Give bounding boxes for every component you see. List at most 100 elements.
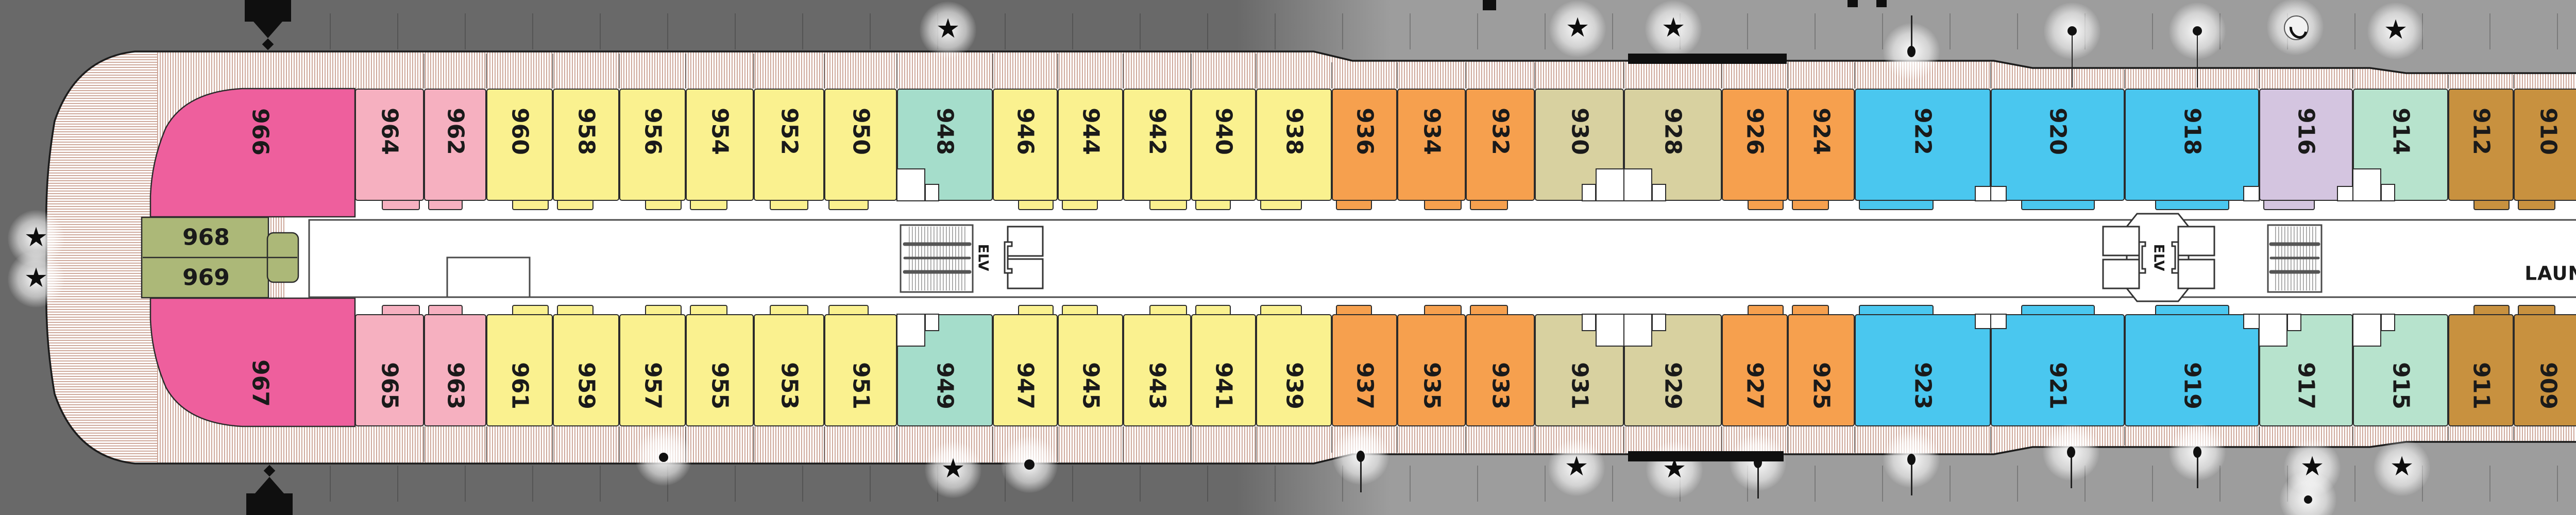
cabin-949-entry-notch — [896, 314, 925, 347]
mooring-dot-stem — [2072, 31, 2073, 88]
cabin-951[interactable]: 951 — [824, 314, 897, 426]
cabin-919[interactable]: 919 — [2125, 314, 2259, 426]
cabin-950[interactable]: 950 — [824, 89, 897, 201]
mast-pin-stem — [2196, 452, 2198, 488]
cabin-956[interactable]: 956 — [619, 89, 686, 201]
cabin-966-number[interactable]: 966 — [247, 108, 274, 156]
cabin-932-number: 932 — [1487, 108, 1514, 155]
cabin-924[interactable]: 924 — [1788, 89, 1855, 201]
band-wall-line — [552, 54, 553, 89]
cabin-954-number: 954 — [706, 108, 733, 155]
cabin-957[interactable]: 957 — [619, 314, 686, 426]
cabin-941[interactable]: 941 — [1191, 314, 1256, 426]
cabin-920[interactable]: 920 — [1991, 89, 2125, 201]
cabin-927[interactable]: 927 — [1722, 314, 1788, 426]
cabin-925[interactable]: 925 — [1788, 314, 1855, 426]
band-wall-line — [486, 54, 487, 89]
cabin-940[interactable]: 940 — [1191, 89, 1256, 201]
cabin-918-entry-notch — [2243, 186, 2260, 201]
cabin-956-number: 956 — [639, 108, 666, 155]
icon-halo — [920, 2, 976, 58]
cabin-959[interactable]: 959 — [553, 314, 619, 426]
cabin-930-entry-notch — [1596, 168, 1624, 201]
cabin-911[interactable]: 911 — [2448, 314, 2514, 426]
cabin-966-shape[interactable] — [149, 88, 356, 218]
cabin-954[interactable]: 954 — [686, 89, 754, 201]
cabin-935-number: 935 — [1418, 362, 1445, 409]
cabin-932[interactable]: 932 — [1466, 89, 1535, 201]
cabin-943-number: 943 — [1144, 362, 1171, 409]
cabin-949-number: 949 — [931, 362, 958, 409]
cabin-937[interactable]: 937 — [1332, 314, 1397, 426]
corridor[interactable] — [308, 219, 2576, 298]
band-wall-line — [1057, 54, 1058, 89]
cabin-915-number: 915 — [2387, 362, 2414, 409]
mooring-dot-icon — [2304, 495, 2312, 504]
cabin-944[interactable]: 944 — [1058, 89, 1123, 201]
cabin-935[interactable]: 935 — [1397, 314, 1466, 426]
band-wall-line — [2448, 426, 2449, 440]
cabin-933[interactable]: 933 — [1466, 314, 1535, 426]
cabin-939[interactable]: 939 — [1256, 314, 1332, 426]
cabin-930-number: 930 — [1566, 108, 1592, 155]
cabin-919-entry-notch — [2243, 314, 2260, 329]
stairs-aft[interactable] — [900, 224, 974, 293]
band-wall-line — [2352, 70, 2353, 89]
mast-pin-stem — [1360, 456, 1362, 492]
cabin-952[interactable]: 952 — [754, 89, 824, 201]
cabin-912[interactable]: 912 — [2448, 89, 2514, 201]
star-icon: ★ — [1661, 12, 1686, 43]
cabin-938[interactable]: 938 — [1256, 89, 1332, 201]
cabin-955[interactable]: 955 — [686, 314, 754, 426]
band-wall-line — [1331, 62, 1332, 89]
band-wall-line — [1534, 426, 1535, 453]
cabin-915-entry-notch — [2352, 314, 2381, 347]
cabin-942-number: 942 — [1144, 108, 1171, 155]
cabin-969-number[interactable]: 969 — [182, 264, 230, 291]
cabin-942[interactable]: 942 — [1123, 89, 1191, 201]
cabin-916[interactable]: 916 — [2259, 89, 2353, 201]
cabin-962[interactable]: 962 — [424, 89, 486, 201]
cabin-909[interactable]: 909 — [2514, 314, 2576, 426]
cabin-910[interactable]: 910 — [2514, 89, 2576, 201]
cabin-964[interactable]: 964 — [355, 89, 424, 201]
cabin-921[interactable]: 921 — [1991, 314, 2125, 426]
band-wall-line — [619, 54, 620, 89]
cabin-937-number: 937 — [1351, 362, 1378, 409]
cabin-968-number[interactable]: 968 — [182, 224, 230, 251]
cabin-918[interactable]: 918 — [2125, 89, 2259, 201]
cabin-957-number: 957 — [639, 362, 666, 409]
elevator-bank-mid[interactable] — [2102, 213, 2215, 302]
cabin-943[interactable]: 943 — [1123, 314, 1191, 426]
cabin-922[interactable]: 922 — [1855, 89, 1991, 201]
cabin-961[interactable]: 961 — [486, 314, 553, 426]
cabin-945-number: 945 — [1077, 362, 1104, 409]
cabin-967-number[interactable]: 967 — [247, 359, 274, 407]
cabin-963[interactable]: 963 — [424, 314, 486, 426]
cabin-948[interactable]: 948 — [897, 89, 993, 201]
cabin-967-shape[interactable] — [149, 297, 356, 427]
band-wall-line — [2352, 426, 2353, 445]
band-wall-line — [2513, 75, 2514, 89]
elevator-bank-aft[interactable] — [1004, 226, 1044, 289]
laundrette-label: LAUNDRETTE — [2524, 262, 2576, 285]
cabin-946[interactable]: 946 — [993, 89, 1058, 201]
stairs-forward[interactable] — [2267, 224, 2323, 293]
cabin-965[interactable]: 965 — [355, 314, 424, 426]
cabin-960[interactable]: 960 — [486, 89, 553, 201]
cabin-934[interactable]: 934 — [1397, 89, 1466, 201]
cabin-958[interactable]: 958 — [553, 89, 619, 201]
cabin-936[interactable]: 936 — [1332, 89, 1397, 201]
cabin-947[interactable]: 947 — [993, 314, 1058, 426]
cabin-923[interactable]: 923 — [1855, 314, 1991, 426]
cabin-925-number: 925 — [1808, 362, 1835, 409]
cabin-914-entry-step — [2381, 184, 2395, 201]
cabin-926[interactable]: 926 — [1722, 89, 1788, 201]
cabin-919-number: 919 — [2179, 362, 2205, 409]
cabin-945[interactable]: 945 — [1058, 314, 1123, 426]
band-wall-line — [1787, 426, 1788, 453]
elevator-label-2: ELV — [2150, 244, 2167, 271]
star-icon: ★ — [2300, 451, 2325, 482]
cabin-965-number: 965 — [376, 362, 403, 409]
cabin-953[interactable]: 953 — [754, 314, 824, 426]
